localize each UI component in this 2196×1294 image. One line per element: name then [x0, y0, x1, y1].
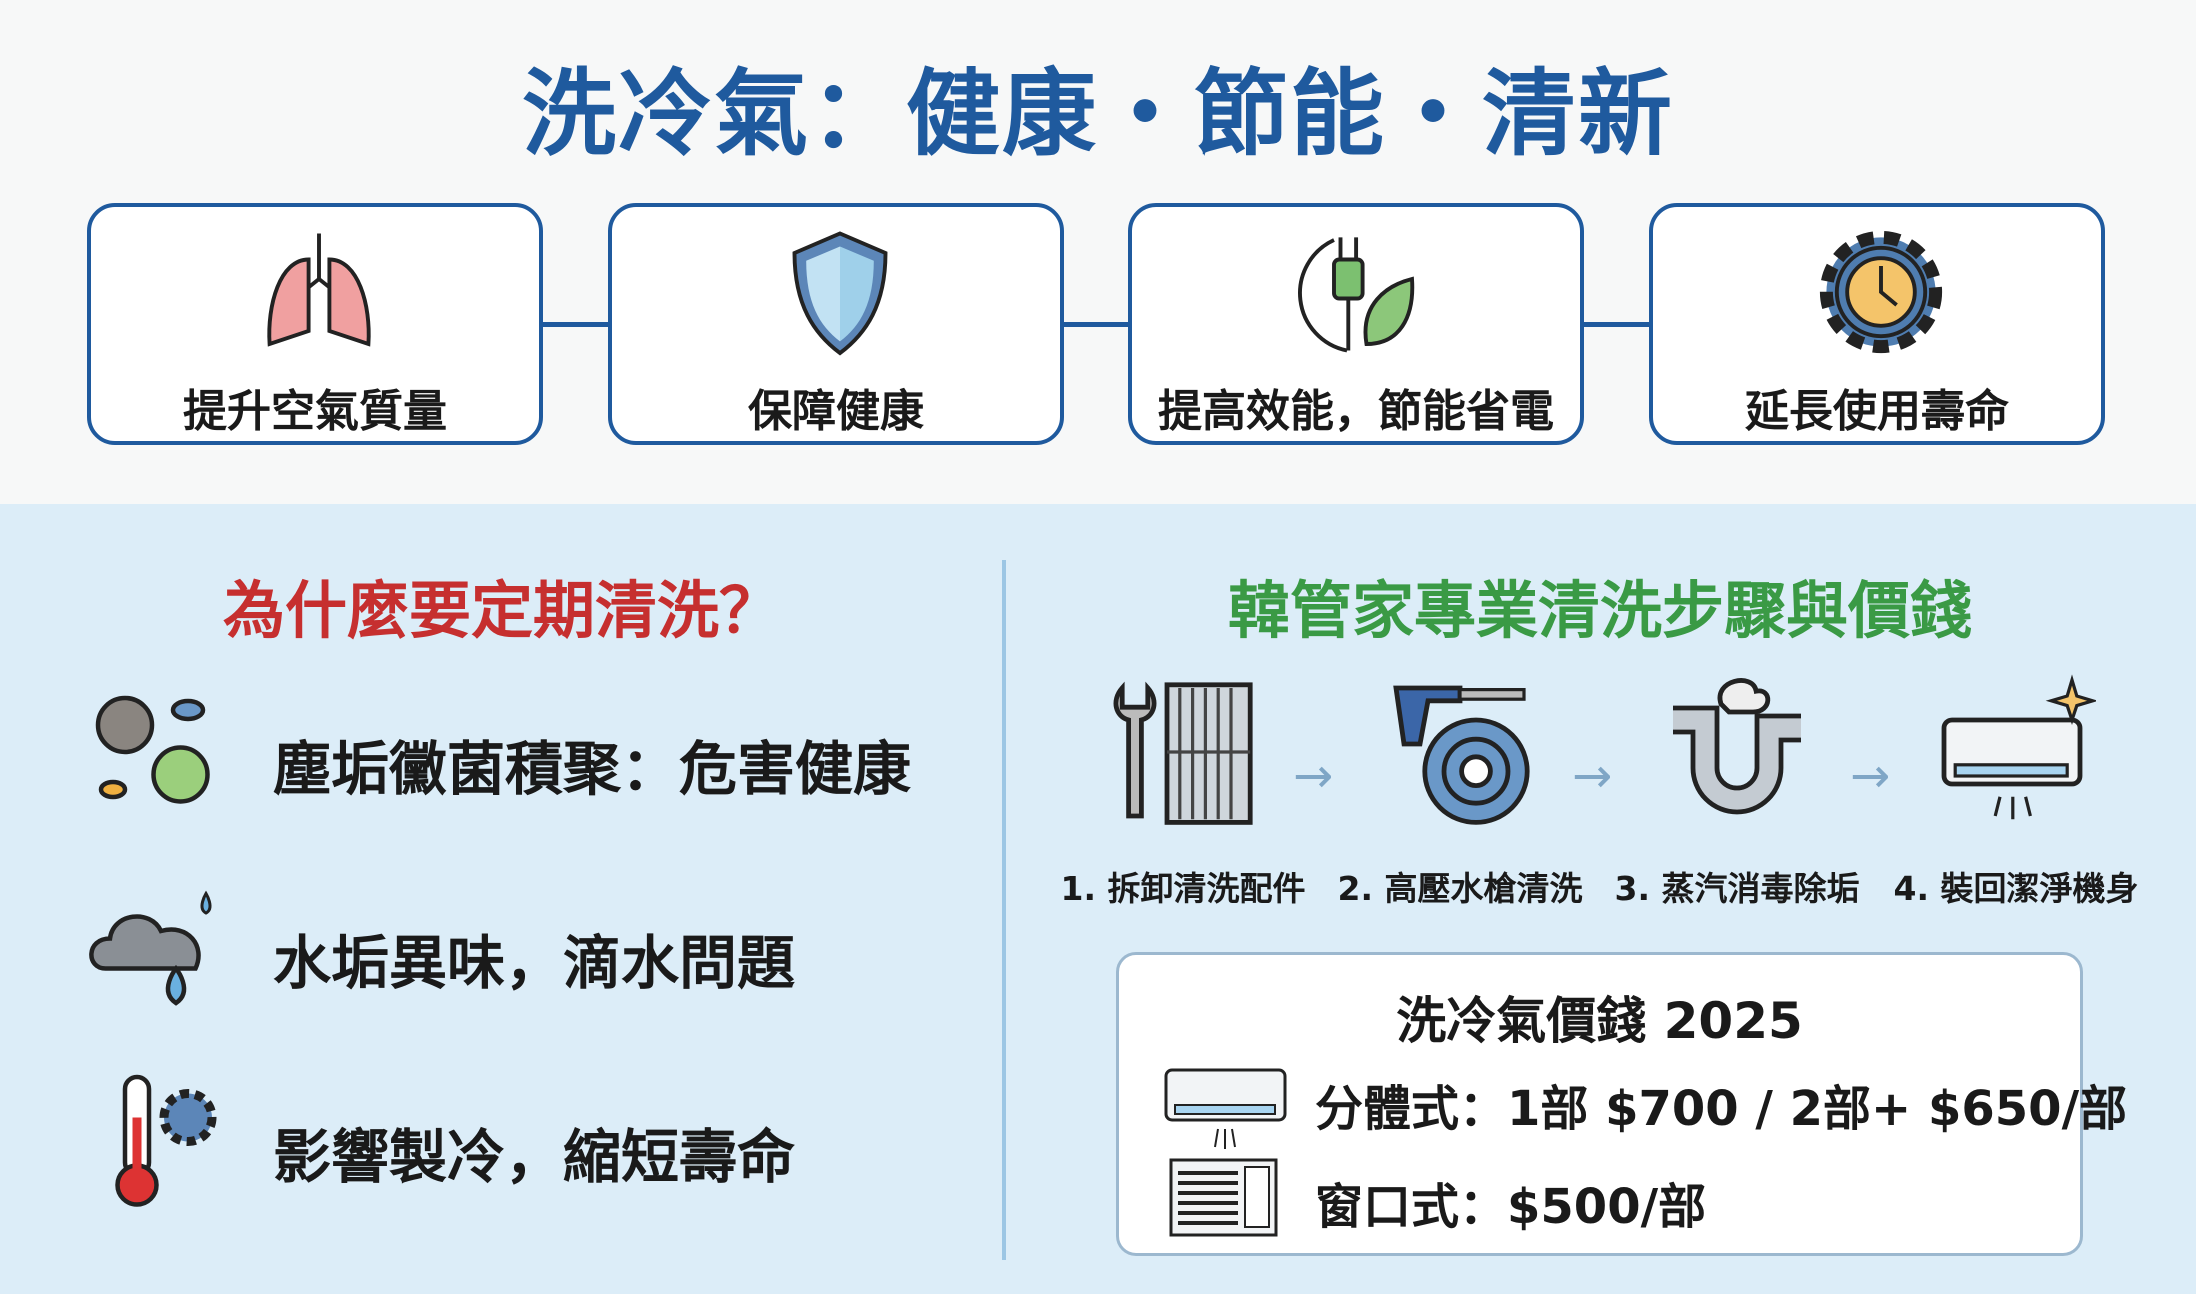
connector-line [540, 322, 612, 327]
lungs-icon [267, 233, 371, 347]
thermometer-gear-icon [115, 1074, 217, 1207]
step-label: 4. 裝回潔淨機身 [1893, 869, 2139, 908]
clean-ac-icon [1941, 674, 2096, 820]
step-label: 1. 拆卸清洗配件 [1060, 869, 1306, 908]
service-heading: 韓管家專業清洗步驟與價錢 [1227, 574, 1972, 647]
benefit-card-energy: 提高效能，節能省電 [1128, 203, 1584, 445]
benefit-card-air-quality: 提升空氣質量 [87, 203, 543, 445]
shield-icon [792, 231, 888, 356]
page-title: 洗冷氣：健康・節能・清新 [521, 60, 1674, 169]
step-3: 3. 蒸汽消毒除垢 [1602, 678, 1872, 910]
price-box: 洗冷氣價錢 2025 分體式：1部 $700 / 2部+ $650/部 窗口式：… [1116, 952, 2127, 1256]
reason-text: 水垢異味，滴水問題 [273, 929, 796, 997]
connector-line [1581, 322, 1653, 327]
divider [1002, 560, 1006, 1260]
wrench-filter-icon [1113, 681, 1253, 825]
step-2: 2. 高壓水槍清洗 [1325, 685, 1595, 910]
pressure-washer-icon [1393, 685, 1530, 825]
window-ac-icon [1169, 1158, 1278, 1237]
arrow-icon: → [1293, 748, 1334, 804]
arrow-icon: → [1572, 748, 1613, 804]
steam-pipe-icon [1673, 678, 1801, 815]
germs-icon [95, 695, 210, 804]
step-label: 2. 高壓水槍清洗 [1337, 869, 1583, 908]
benefit-label: 提高效能，節能省電 [1158, 386, 1554, 437]
benefit-label: 延長使用壽命 [1745, 386, 2009, 437]
split-price: 分體式：1部 $700 / 2部+ $650/部 [1315, 1081, 2128, 1137]
arrow-icon: → [1850, 748, 1891, 804]
reason-text: 塵垢黴菌積聚：危害健康 [273, 735, 912, 803]
plug-leaf-icon [1298, 237, 1415, 353]
benefit-label: 提升空氣質量 [183, 386, 447, 437]
gear-clock-icon [1819, 230, 1943, 354]
step-label: 3. 蒸汽消毒除垢 [1614, 869, 1860, 908]
reason-text: 影響製冷，縮短壽命 [273, 1123, 796, 1191]
window-price: 窗口式：$500/部 [1315, 1179, 1707, 1235]
benefit-label: 保障健康 [748, 386, 924, 437]
split-ac-icon [1164, 1068, 1287, 1149]
step-1: 1. 拆卸清洗配件 [1048, 681, 1318, 910]
benefit-card-lifespan: 延長使用壽命 [1649, 203, 2105, 445]
cloud-drop-icon [89, 890, 212, 1006]
reason-item: 塵垢黴菌積聚：危害健康 [95, 695, 912, 806]
why-clean-heading: 為什麼要定期清洗？ [222, 574, 781, 647]
step-4: 4. 裝回潔淨機身 [1881, 674, 2151, 910]
reason-item: 影響製冷，縮短壽命 [115, 1074, 796, 1207]
price-title: 洗冷氣價錢 2025 [1396, 992, 1803, 1050]
benefit-card-health: 保障健康 [608, 203, 1064, 445]
reason-item: 水垢異味，滴水問題 [89, 890, 796, 1006]
connector-line [1061, 322, 1133, 327]
